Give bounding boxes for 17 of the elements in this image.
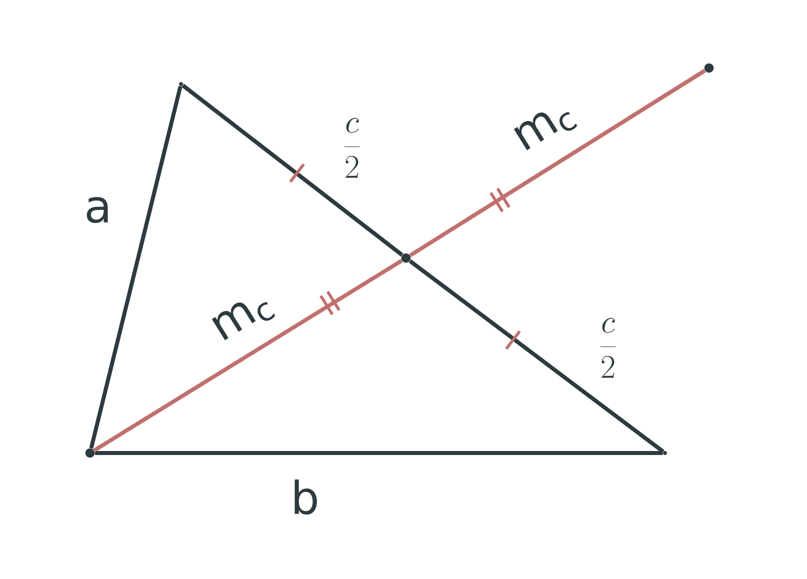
line-segment (182, 84, 404, 257)
line-segment (89, 86, 182, 449)
line-segment (93, 258, 403, 452)
line-segment (408, 259, 664, 454)
edge-label: a (86, 197, 108, 224)
point (704, 63, 714, 73)
edge-label: m$_{c}$ (514, 112, 578, 150)
point (663, 451, 667, 455)
point (179, 82, 183, 86)
line-segment (94, 451, 663, 455)
edge-label: b (294, 479, 317, 515)
line-segment (409, 68, 706, 258)
edge-label: $\frac{c}{2}$ (600, 318, 616, 378)
edge-label: m$_{c}$ (212, 302, 276, 340)
point (85, 448, 95, 458)
edge-label: $\frac{c}{2}$ (344, 118, 360, 178)
point (401, 253, 411, 263)
